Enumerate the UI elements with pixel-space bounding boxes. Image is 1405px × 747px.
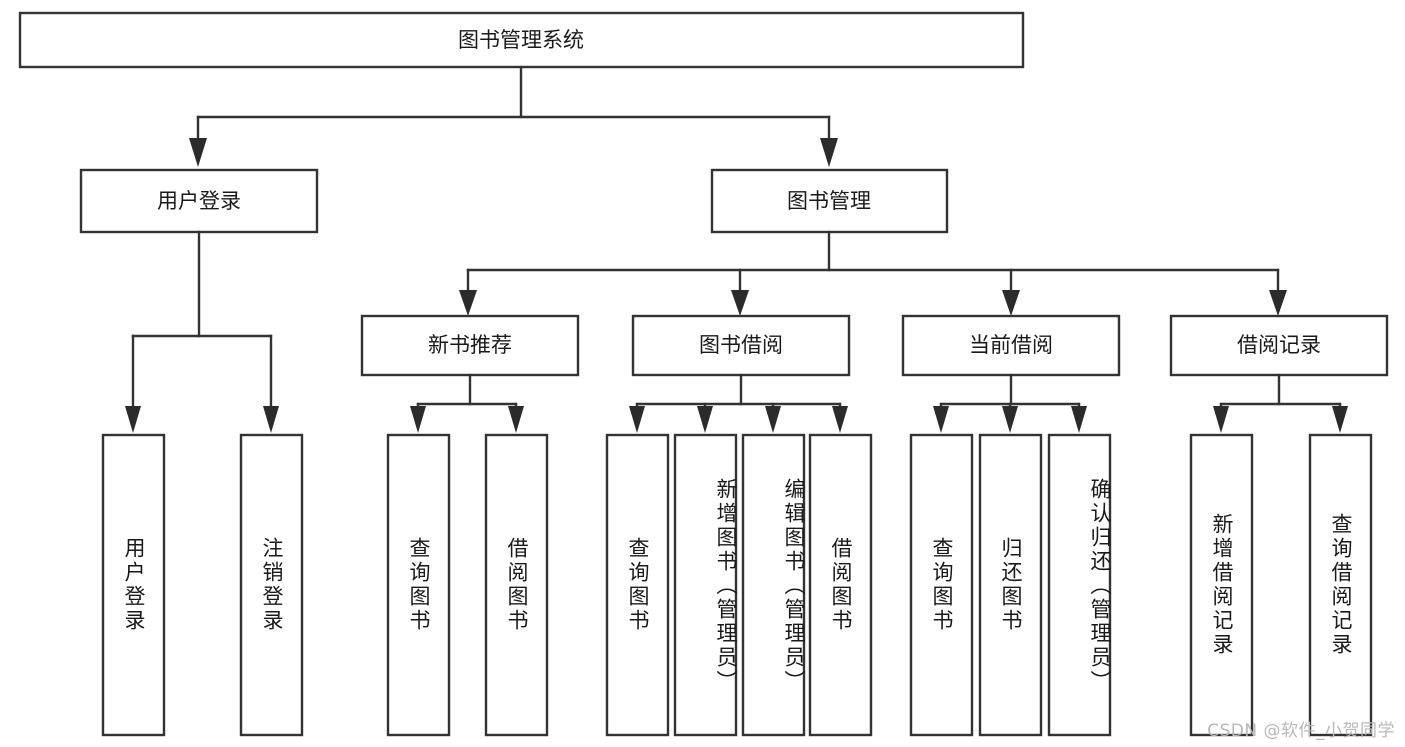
connector-user-login-to-leaves bbox=[125, 230, 279, 433]
current-borrow-label: 当前借阅 bbox=[969, 333, 1053, 357]
arrow-head-book-borrow bbox=[731, 290, 749, 316]
connector-book-borrow-to-leaves bbox=[629, 373, 848, 433]
arrow-head-new-book-recommend bbox=[459, 290, 477, 316]
node-book-borrow[interactable]: 图书借阅 bbox=[631, 314, 851, 377]
arrow-head-leaf-query-record bbox=[1332, 406, 1348, 433]
arrow-head-leaf-confirm-return bbox=[1071, 406, 1087, 433]
arrow-head-leaf-query-book-1 bbox=[410, 406, 426, 433]
root-label: 图书管理系统 bbox=[458, 28, 584, 52]
leaf-box-add-record[interactable] bbox=[1189, 433, 1254, 737]
user-login-label: 用户登录 bbox=[157, 189, 241, 213]
leaf-box-edit-book[interactable] bbox=[741, 433, 806, 737]
connector-book-management-to-level2 bbox=[459, 230, 1287, 316]
node-new-book-recommend[interactable]: 新书推荐 bbox=[360, 314, 580, 377]
arrow-head-leaf-user-login bbox=[125, 406, 141, 433]
leaf-box-user-login[interactable] bbox=[101, 433, 166, 737]
arrow-head-book-management bbox=[820, 138, 838, 167]
node-root[interactable]: 图书管理系统 bbox=[18, 11, 1025, 69]
arrow-head-leaf-borrow-book-1 bbox=[508, 406, 524, 433]
connector-new-book-recommend-to-leaves bbox=[410, 373, 524, 433]
arrow-head-user-login bbox=[189, 138, 207, 167]
new-book-recommend-box bbox=[360, 314, 580, 377]
book-management-box bbox=[710, 168, 949, 234]
leaf-box-borrow-book-2[interactable] bbox=[808, 433, 873, 737]
csdn-watermark: CSDN @软件_小贺同学 bbox=[1207, 721, 1395, 741]
leaf-box-query-book-1[interactable] bbox=[386, 433, 451, 737]
node-book-management[interactable]: 图书管理 bbox=[710, 168, 949, 234]
arrow-head-leaf-query-book-2 bbox=[629, 406, 645, 433]
node-user-login[interactable]: 用户登录 bbox=[79, 168, 319, 234]
arrow-head-leaf-logout-login bbox=[263, 406, 279, 433]
leaf-box-query-book-2[interactable] bbox=[605, 433, 670, 737]
arrow-head-leaf-query-book-3 bbox=[933, 406, 949, 433]
leaf-box-confirm-return[interactable] bbox=[1047, 433, 1112, 737]
leaf-box-add-book[interactable] bbox=[673, 433, 738, 737]
leaf-box-logout-login[interactable] bbox=[239, 433, 304, 737]
book-borrow-label: 图书借阅 bbox=[699, 333, 783, 357]
node-current-borrow[interactable]: 当前借阅 bbox=[901, 314, 1121, 377]
leaf-box-return-book[interactable] bbox=[978, 433, 1043, 737]
arrow-head-borrow-record bbox=[1269, 290, 1287, 316]
connector-root-to-level1 bbox=[189, 65, 838, 167]
book-borrow-box bbox=[631, 314, 851, 377]
arrow-head-leaf-add-record bbox=[1213, 406, 1229, 433]
borrow-record-box bbox=[1169, 314, 1389, 377]
leaf-box-borrow-book-1[interactable] bbox=[484, 433, 549, 737]
connector-current-borrow-to-leaves bbox=[933, 373, 1087, 433]
leaf-box-query-book-3[interactable] bbox=[909, 433, 974, 737]
borrow-record-label: 借阅记录 bbox=[1237, 333, 1321, 357]
arrow-head-leaf-edit-book bbox=[765, 406, 781, 433]
arrow-head-leaf-add-book bbox=[697, 406, 713, 433]
node-borrow-record[interactable]: 借阅记录 bbox=[1169, 314, 1389, 377]
current-borrow-box bbox=[901, 314, 1121, 377]
leaf-box-query-record[interactable] bbox=[1308, 433, 1373, 737]
root-box bbox=[18, 11, 1025, 69]
book-management-label: 图书管理 bbox=[787, 189, 871, 213]
arrow-head-current-borrow bbox=[1002, 290, 1020, 316]
new-book-recommend-label: 新书推荐 bbox=[428, 333, 512, 357]
arrow-head-leaf-borrow-book-2 bbox=[832, 406, 848, 433]
connector-borrow-record-to-leaves bbox=[1213, 373, 1348, 433]
arrow-head-leaf-return-book bbox=[1002, 406, 1018, 433]
